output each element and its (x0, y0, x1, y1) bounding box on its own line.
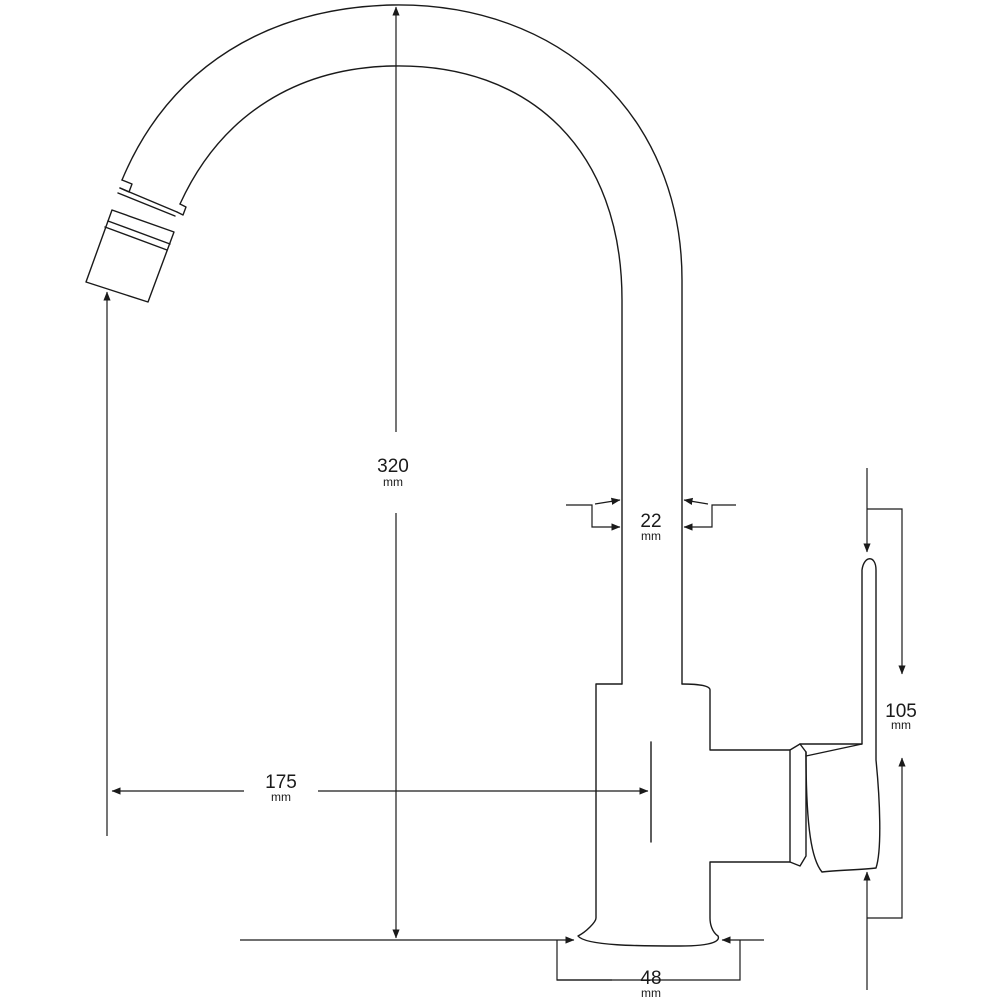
height-unit: mm (383, 475, 403, 489)
dimension-height: 320 mm (240, 6, 575, 944)
handle-height-value: 105 (885, 701, 917, 722)
handle-connector (789, 743, 807, 867)
dimension-handle-height: 105 mm (863, 468, 917, 990)
handle-height-unit: mm (891, 718, 911, 732)
spout-inner-curve (179, 65, 623, 685)
base-diameter-unit: mm (641, 986, 661, 1000)
pipe-diameter-value: 22 (640, 511, 661, 532)
body-block (577, 683, 791, 947)
height-value: 320 (377, 456, 409, 477)
aerator (85, 209, 175, 303)
spout-tip-notch-right (176, 203, 187, 216)
dimension-pipe-diameter: 22 mm (566, 497, 736, 543)
faucet-body (85, 4, 881, 947)
base-diameter-value: 48 (640, 968, 661, 989)
reach-value: 175 (265, 772, 297, 793)
pipe-diameter-unit: mm (641, 529, 661, 543)
aerator-band (104, 220, 171, 251)
reach-unit: mm (271, 790, 291, 804)
aerator-connector (117, 187, 178, 217)
handle-base-line (805, 743, 863, 757)
spout-outer-curve (121, 4, 683, 685)
handle-lever (799, 558, 881, 873)
dimension-base-diameter: 48 mm (556, 936, 764, 1000)
dimension-reach: 175 mm (103, 291, 649, 836)
